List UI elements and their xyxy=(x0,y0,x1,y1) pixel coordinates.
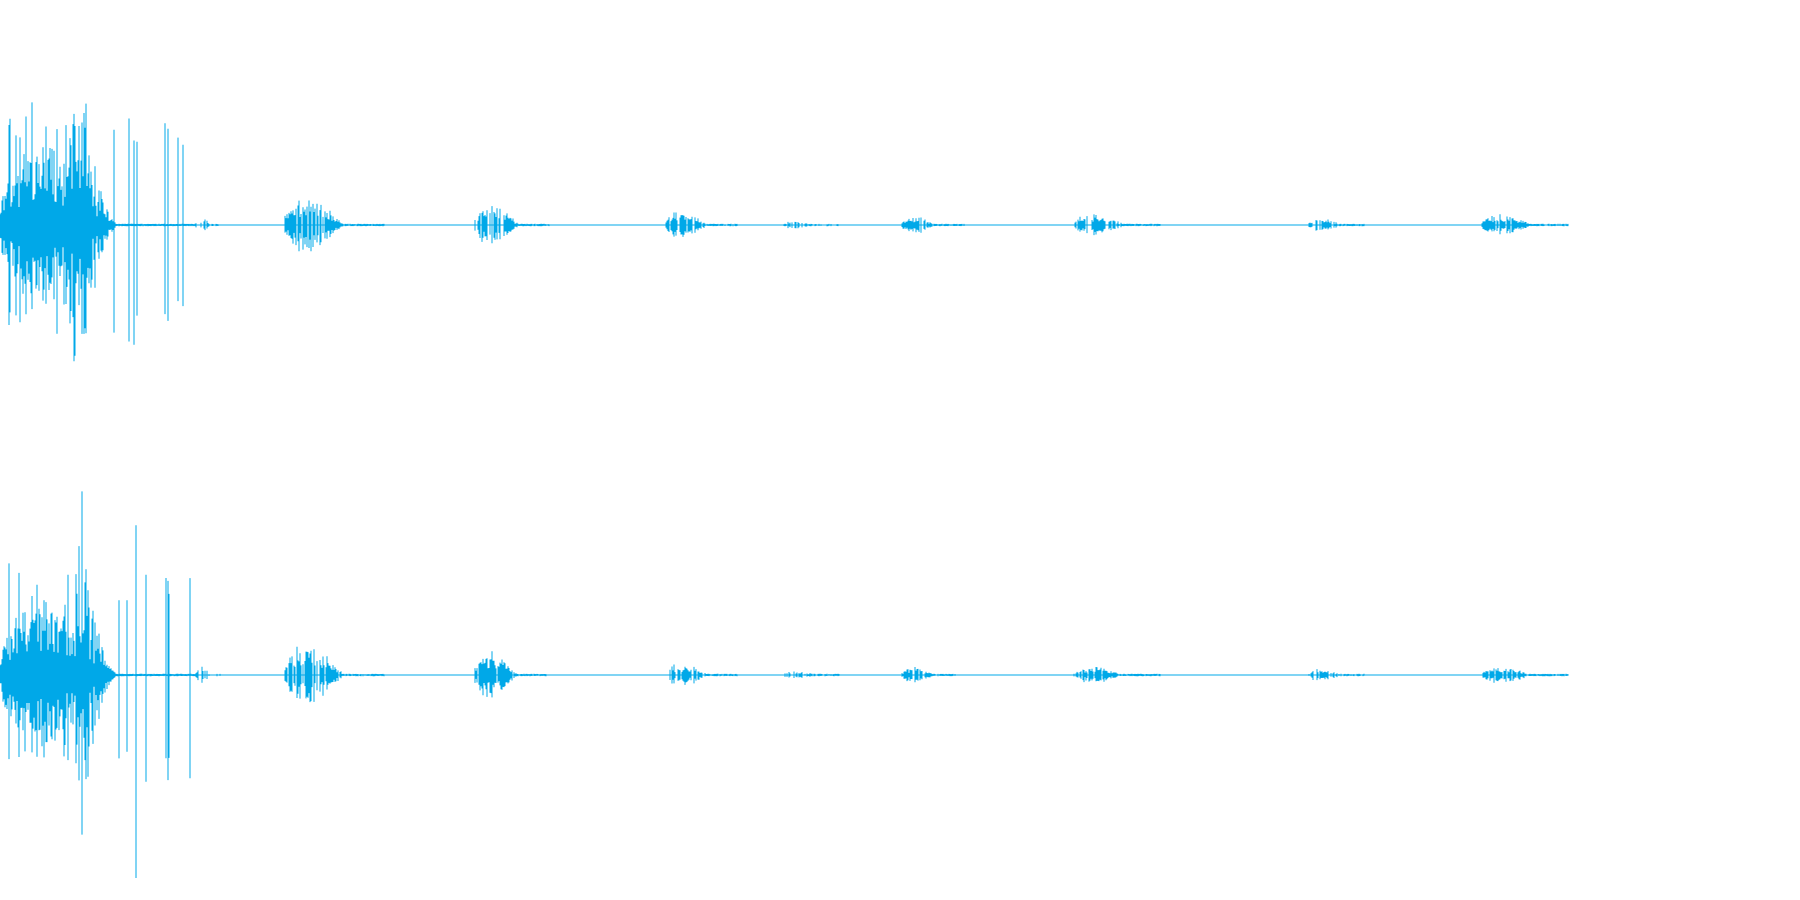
waveform-burst-path xyxy=(784,671,840,678)
waveform-burst xyxy=(1073,667,1161,683)
waveform-burst xyxy=(1482,668,1569,683)
waveform-burst xyxy=(901,667,956,683)
waveform-burst-path xyxy=(901,667,956,683)
waveform-burst xyxy=(1308,669,1365,681)
waveform-burst-path xyxy=(59,491,142,878)
waveform-burst xyxy=(59,491,142,878)
waveform-burst xyxy=(195,219,219,231)
waveform-burst-path xyxy=(284,200,385,252)
waveform-burst xyxy=(665,212,738,237)
waveform-channel-right xyxy=(0,450,1800,900)
waveform-burst-path xyxy=(195,219,219,231)
waveform-channel-left xyxy=(0,102,1569,362)
waveform-right-svg xyxy=(0,491,1569,878)
waveform-burst-path xyxy=(284,646,385,703)
waveform-burst-path xyxy=(1481,214,1569,235)
waveform-burst xyxy=(901,217,965,233)
waveform-burst-path xyxy=(783,221,839,229)
waveform-burst xyxy=(284,200,385,252)
waveform-burst-path xyxy=(195,666,221,683)
waveform-burst xyxy=(284,646,385,703)
waveform-burst xyxy=(60,103,142,362)
waveform-burst-path xyxy=(901,217,965,233)
waveform-burst-path xyxy=(669,664,738,685)
waveform-burst xyxy=(474,651,547,698)
waveform-burst-path xyxy=(474,651,547,698)
waveform-burst-path xyxy=(1482,668,1569,683)
waveform-burst-path xyxy=(1308,669,1365,681)
waveform-burst-path xyxy=(60,103,142,362)
waveform-burst xyxy=(1481,214,1569,235)
waveform-burst-path xyxy=(1308,219,1365,231)
waveform-burst-path xyxy=(1073,667,1161,683)
waveform-burst-path xyxy=(1074,214,1161,236)
waveform-burst-path xyxy=(665,212,738,237)
waveform-burst xyxy=(1308,219,1365,231)
waveform-burst xyxy=(783,221,839,229)
waveform-burst xyxy=(195,666,221,683)
waveform-left-svg xyxy=(0,102,1569,362)
waveform-burst xyxy=(784,671,840,678)
waveform-burst xyxy=(1074,214,1161,236)
waveform-burst xyxy=(474,206,550,244)
waveform-burst xyxy=(669,664,738,685)
waveform-burst-path xyxy=(474,206,550,244)
